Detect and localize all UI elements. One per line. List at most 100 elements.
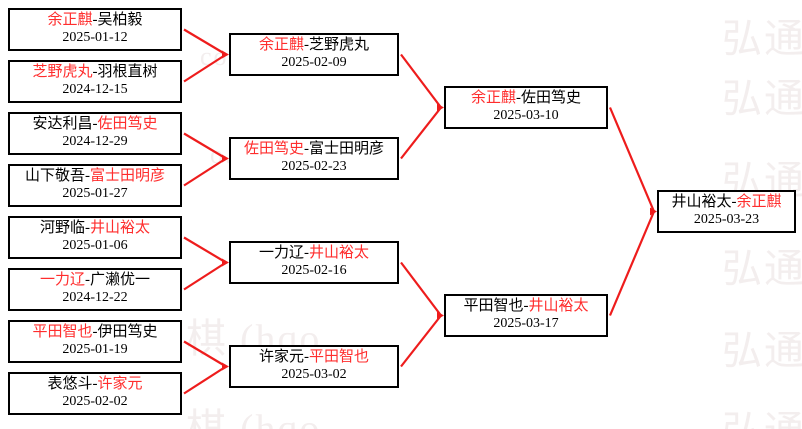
connector-line <box>183 28 227 56</box>
match-players: 山下敬吾-富士田明彦 <box>25 168 165 186</box>
match-players: 芝野虎丸-羽根直树 <box>32 64 157 82</box>
match-date: 2024-12-15 <box>62 82 128 98</box>
player-separator: - <box>92 64 98 81</box>
connector-line <box>183 53 227 83</box>
player-right: 平田智也 <box>309 349 370 366</box>
player-left: 平田智也 <box>32 324 93 341</box>
player-right: 芝野虎丸 <box>309 37 370 54</box>
player-separator: - <box>92 12 98 29</box>
player-right: 佐田笃史 <box>521 90 582 107</box>
connector-line <box>400 53 442 109</box>
player-right: 佐田笃史 <box>97 116 158 133</box>
player-left: 平田智也 <box>463 298 524 315</box>
match-date: 2025-02-23 <box>281 159 347 175</box>
match-date: 2025-02-02 <box>62 394 128 410</box>
player-right: 许家元 <box>97 376 143 393</box>
player-right: 吴柏毅 <box>97 12 143 29</box>
connector-arrow <box>222 258 229 267</box>
player-right: 井山裕太 <box>90 220 151 237</box>
player-separator: - <box>304 349 309 366</box>
match-players: 井山裕太-余正麒 <box>671 194 781 212</box>
match-date: 2024-12-22 <box>62 290 128 306</box>
player-left: 井山裕太 <box>671 194 732 211</box>
match-players: 平田智也-井山裕太 <box>463 298 588 316</box>
match-date: 2025-02-09 <box>281 55 347 71</box>
match-players: 许家元-平田智也 <box>259 349 369 367</box>
player-left: 佐田笃史 <box>243 141 304 158</box>
player-separator: - <box>304 245 309 262</box>
connector-arrow <box>222 154 229 163</box>
connector-line <box>183 365 227 395</box>
player-separator: - <box>85 220 90 237</box>
match-date: 2025-01-06 <box>62 238 128 254</box>
match-players: 安达利昌-佐田笃史 <box>32 116 157 134</box>
connector-line <box>400 261 442 317</box>
connector-line <box>400 314 442 368</box>
match-players: 一力辽-井山裕太 <box>259 245 369 263</box>
player-separator: - <box>304 141 309 158</box>
match-players: 余正麒-吴柏毅 <box>47 12 142 30</box>
player-separator: - <box>516 90 521 107</box>
match-date: 2025-01-19 <box>62 342 128 358</box>
connector-line <box>183 261 227 291</box>
player-separator: - <box>92 324 98 341</box>
connector-line <box>400 106 442 160</box>
player-left: 许家元 <box>258 349 304 366</box>
player-left: 表悠斗 <box>47 376 93 393</box>
player-left: 余正麒 <box>258 37 304 54</box>
player-right: 羽根直树 <box>97 64 158 81</box>
connector-line <box>608 107 656 212</box>
connector-arrow <box>222 50 229 59</box>
player-separator: - <box>523 298 529 315</box>
connector-arrow <box>222 362 229 371</box>
connector-arrow <box>650 207 657 216</box>
player-left: 一力辽 <box>39 272 85 289</box>
connector-line <box>183 236 227 264</box>
player-left: 安达利昌 <box>32 116 93 133</box>
player-right: 余正麒 <box>736 194 782 211</box>
player-separator: - <box>85 168 90 185</box>
player-right: 富士田明彦 <box>309 141 385 158</box>
player-left: 余正麒 <box>47 12 93 29</box>
match-players: 河野临-井山裕太 <box>40 220 150 238</box>
connector-arrow <box>437 103 444 112</box>
connector-line <box>608 211 656 316</box>
match-players: 佐田笃史-富士田明彦 <box>244 141 384 159</box>
connector-line <box>183 340 227 368</box>
match-date: 2025-03-10 <box>493 108 559 124</box>
player-separator: - <box>85 272 90 289</box>
player-separator: - <box>731 194 737 211</box>
match-date: 2025-02-16 <box>281 263 347 279</box>
match-players: 余正麒-芝野虎丸 <box>259 37 369 55</box>
player-left: 河野临 <box>39 220 85 237</box>
player-right: 井山裕太 <box>528 298 589 315</box>
match-date: 2025-03-02 <box>281 367 347 383</box>
player-right: 井山裕太 <box>309 245 370 262</box>
match-date: 2025-01-27 <box>62 186 128 202</box>
player-left: 山下敬吾 <box>24 168 85 185</box>
match-date: 2025-01-12 <box>62 30 128 46</box>
player-right: 富士田明彦 <box>90 168 166 185</box>
player-right: 伊田笃史 <box>97 324 158 341</box>
match-players: 余正麒-佐田笃史 <box>471 90 581 108</box>
match-date: 2024-12-29 <box>62 134 128 150</box>
player-left: 芝野虎丸 <box>32 64 93 81</box>
player-separator: - <box>92 116 98 133</box>
